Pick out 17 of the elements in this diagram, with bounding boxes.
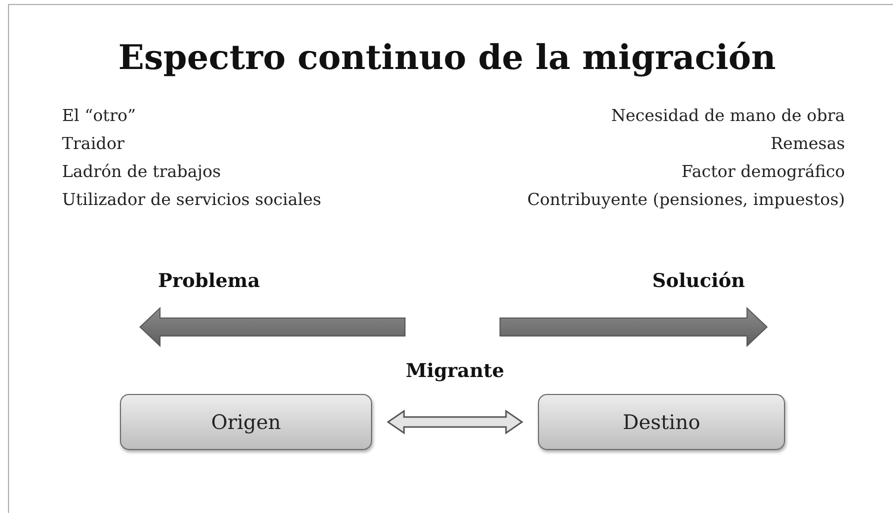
list-item: Ladrón de trabajos — [62, 162, 221, 181]
title: Espectro continuo de la migración — [117, 38, 777, 78]
process-box — [538, 394, 785, 450]
list-item: El “otro” — [62, 106, 136, 125]
list-item: Remesas — [770, 134, 845, 153]
list-item: Utilizador de servicios sociales — [62, 190, 322, 209]
list-item: Necesidad de mano de obra — [611, 106, 845, 125]
list-item: Traidor — [62, 134, 124, 153]
side-heading: Problema — [158, 270, 260, 292]
list-item: Factor demográfico — [682, 162, 845, 181]
edge-label: Migrante — [406, 360, 504, 382]
list-item: Contribuyente (pensiones, impuestos) — [527, 190, 845, 209]
double-arrow — [386, 410, 524, 434]
box-label: Destino — [622, 410, 700, 434]
process-box — [120, 394, 372, 450]
box-label: Origen — [211, 410, 281, 434]
side-heading: Solución — [652, 270, 745, 292]
